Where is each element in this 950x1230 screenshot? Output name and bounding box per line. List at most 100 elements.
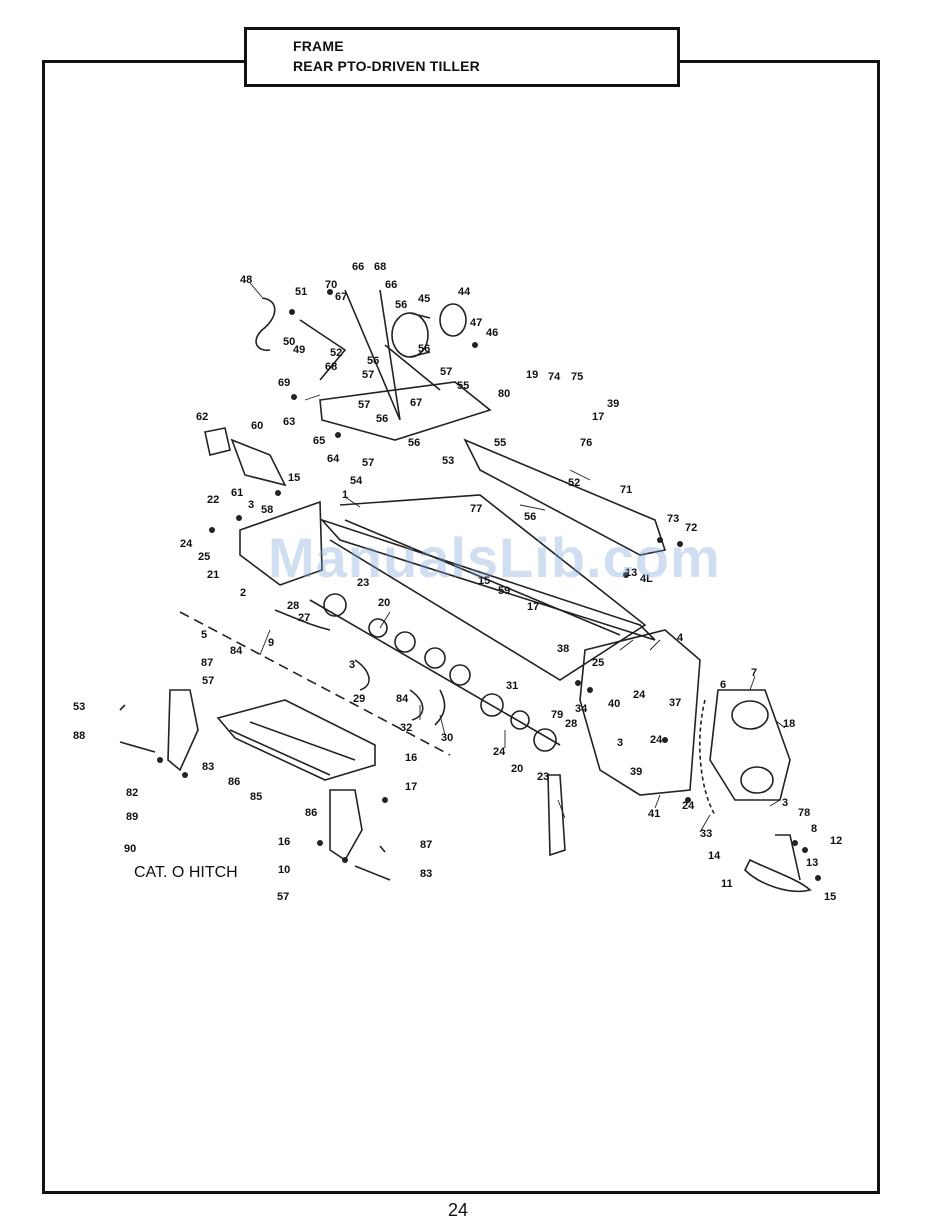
callout-69: 69 (278, 377, 290, 389)
leader-lines (249, 282, 786, 833)
callout-62: 62 (196, 411, 208, 423)
callout-86: 86 (228, 776, 240, 788)
callout-39: 39 (630, 766, 642, 778)
callout-56: 56 (376, 413, 388, 425)
callout-87: 87 (201, 657, 213, 669)
callout-17: 17 (527, 601, 539, 613)
callout-57: 57 (358, 399, 370, 411)
callout-24: 24 (493, 746, 506, 758)
callout-28: 28 (565, 718, 577, 730)
callout-63: 63 (283, 416, 295, 428)
tiller-main-beam (319, 518, 656, 641)
callout-24: 24 (682, 800, 695, 812)
callout-16: 16 (405, 752, 417, 764)
hitch-right-plate (329, 789, 363, 862)
skid-plate (744, 858, 812, 893)
tines (354, 659, 446, 726)
callout-3: 3 (617, 737, 623, 749)
callout-5: 5 (201, 629, 207, 641)
callout-12: 12 (830, 835, 842, 847)
callout-41: 41 (648, 808, 660, 820)
title-frame: FRAME (293, 38, 344, 54)
callout-47: 47 (470, 317, 482, 329)
callout-68: 68 (374, 261, 386, 273)
callout-66: 66 (352, 261, 364, 273)
callout-23: 23 (357, 577, 369, 589)
callout-33: 33 (700, 828, 712, 840)
right-side-plate (579, 629, 701, 796)
page-number: 24 (448, 1200, 469, 1220)
callout-58: 58 (261, 504, 273, 516)
callout-30: 30 (441, 732, 453, 744)
callout-52: 52 (330, 347, 342, 359)
rear-shield (463, 438, 667, 556)
callout-7: 7 (751, 667, 757, 679)
watermark-text: ManualsLib.com (268, 526, 721, 589)
callout-50: 50 (283, 336, 295, 348)
callout-17: 17 (592, 411, 604, 423)
callout-15: 15 (288, 472, 300, 484)
callout-67: 67 (410, 397, 422, 409)
callout-45: 45 (418, 293, 430, 305)
callout-57: 57 (202, 675, 214, 687)
callout-8: 8 (811, 823, 817, 835)
tiller-main-deck (329, 494, 647, 681)
hitch-left-plate (167, 689, 199, 772)
callout-53: 53 (442, 455, 454, 467)
callout-82: 82 (126, 787, 138, 799)
callout-82: 82 (0, 0, 12, 3)
callout-65: 65 (313, 435, 325, 447)
callout-61: 61 (231, 487, 243, 499)
s-hook (255, 297, 276, 352)
callout-10: 10 (278, 864, 290, 876)
left-side-plate (239, 500, 323, 586)
callout-29: 29 (353, 693, 365, 705)
callout-27: 27 (298, 612, 310, 624)
callout-51: 51 (295, 286, 307, 298)
callout-57: 57 (362, 369, 374, 381)
callout-15: 15 (478, 575, 490, 587)
callout-57: 57 (440, 366, 452, 378)
callout-31: 31 (506, 680, 518, 692)
cat-o-hitch-label: CAT. O HITCH (134, 864, 238, 881)
callout-18: 18 (783, 718, 795, 730)
callout-60: 60 (251, 420, 263, 432)
callout-11: 11 (721, 878, 733, 890)
callout-88: 88 (0, 0, 12, 3)
diagram-linework (119, 282, 821, 893)
callout-24: 24 (633, 689, 646, 701)
callout-56: 56 (395, 299, 407, 311)
callout-9: 9 (268, 637, 274, 649)
callout-57: 57 (362, 457, 374, 469)
callout-20: 20 (511, 763, 523, 775)
callout-55: 55 (494, 437, 506, 449)
callout-68: 68 (325, 361, 337, 373)
callout-44: 44 (458, 286, 471, 298)
callout-79: 79 (551, 709, 563, 721)
callout-3: 3 (248, 499, 254, 511)
callout-56: 56 (367, 355, 379, 367)
callout-55: 55 (457, 380, 469, 392)
callout-38: 38 (557, 643, 569, 655)
callout-56: 56 (524, 511, 536, 523)
callout-81: 81 (0, 0, 12, 3)
callout-32: 32 (400, 722, 412, 734)
callout-22: 22 (207, 494, 219, 506)
callout-3: 3 (782, 797, 788, 809)
callout-14: 14 (708, 850, 721, 862)
callout-1: 1 (342, 489, 348, 501)
callout-85: 85 (250, 791, 262, 803)
callout-13: 13 (625, 567, 637, 579)
callout-71: 71 (620, 484, 632, 496)
upper-hitch-frame (319, 381, 492, 441)
callout-76: 76 (580, 437, 592, 449)
callout-59: 59 (498, 585, 510, 597)
callout-17: 17 (405, 781, 417, 793)
title-box: FRAME REAR PTO-DRIVEN TILLER (244, 27, 680, 87)
callout-89: 89 (0, 0, 12, 3)
callout-90: 90 (124, 843, 136, 855)
callout-80: 80 (498, 388, 510, 400)
callout-34: 34 (575, 703, 588, 715)
callout-88: 88 (73, 730, 85, 742)
